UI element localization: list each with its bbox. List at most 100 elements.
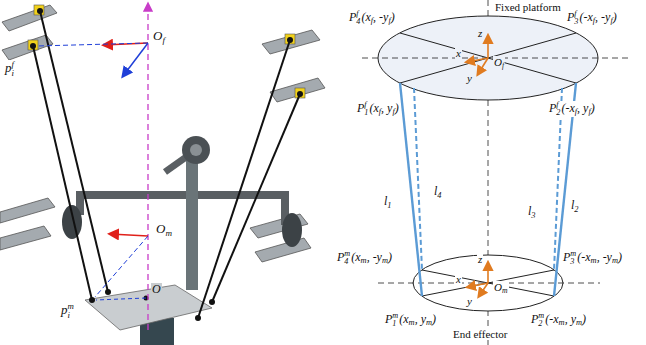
- frame-axes-part: [123, 43, 148, 76]
- yellow-clamp-part: [285, 34, 295, 44]
- label-text: , -y: [597, 250, 612, 264]
- aluminium-profile-part: [255, 238, 311, 262]
- label-text: f: [356, 10, 360, 18]
- index-stack: 1m: [392, 312, 398, 328]
- label-text: End effector: [453, 328, 507, 340]
- label-text: , -y: [373, 10, 388, 24]
- anchor-dot-part: [209, 299, 215, 305]
- label-text: , -y: [595, 10, 610, 24]
- label-text: (x: [399, 312, 408, 326]
- frame-part: [190, 144, 202, 156]
- frame-axes-part: [37, 43, 148, 46]
- math-label: P1m(xm, ym): [384, 312, 437, 328]
- math-label: P4m(xm, -ym): [336, 250, 393, 266]
- label-text: f: [574, 10, 578, 18]
- label-text: (-x: [577, 250, 590, 264]
- label-text: z: [478, 27, 482, 39]
- label-text: O: [156, 221, 165, 236]
- label-text: m: [344, 250, 350, 258]
- label-text: y: [467, 72, 472, 84]
- label-text: f: [502, 61, 504, 70]
- math-label: Of: [152, 29, 166, 45]
- math-label: P2f(-xf, yf): [548, 101, 596, 117]
- label-text: 4: [437, 191, 441, 200]
- label-text: 3: [531, 211, 535, 220]
- math-label: P3f(-xf, -yf): [566, 10, 618, 26]
- math-label: x: [455, 273, 462, 285]
- yellow-clamp-part: [28, 40, 38, 50]
- frame-axes: [37, 4, 148, 330]
- label-text: Fixed platform: [495, 1, 561, 13]
- label-text: ): [432, 312, 436, 326]
- label-text: (-x: [579, 10, 592, 24]
- frame-axes-part: [147, 4, 148, 330]
- index-stack: 2m: [538, 312, 544, 328]
- label-text: z: [478, 253, 482, 265]
- end-effector-part: [479, 283, 488, 296]
- anchor-dot-part: [287, 37, 293, 43]
- math-label: pif: [4, 60, 16, 78]
- anchor-dot-part: [30, 43, 36, 49]
- label-text: P: [531, 312, 538, 326]
- label-text: ): [613, 10, 617, 24]
- anchor-dot: [30, 8, 303, 321]
- math-label: pim: [60, 302, 76, 320]
- aluminium-profile-part: [0, 226, 51, 250]
- label-text: x: [456, 273, 461, 285]
- frame-part: [182, 136, 210, 164]
- label-text: 2: [556, 109, 560, 117]
- label-text: , -y: [367, 250, 382, 264]
- label-text: l: [434, 184, 437, 198]
- label-text: f: [371, 16, 373, 25]
- index-stack: 3f: [574, 10, 578, 26]
- label-text: i: [68, 311, 74, 320]
- math-label: l3: [527, 205, 537, 220]
- label-text: (x: [361, 10, 370, 24]
- label-text: m: [570, 250, 576, 258]
- label-text: ): [618, 250, 622, 264]
- anchor-dot-part: [105, 289, 111, 295]
- anchor-dot-part: [297, 91, 303, 97]
- math-label: y: [466, 295, 473, 307]
- label-text: l: [384, 194, 387, 208]
- label-text: ): [591, 101, 595, 115]
- math-label: P1f(xf, yf): [356, 101, 400, 117]
- label-text: x: [456, 47, 461, 59]
- label-text: m: [361, 256, 367, 265]
- label-text: m: [409, 318, 415, 327]
- math-label: Om: [493, 281, 509, 296]
- fixed-platform-part: [400, 33, 576, 83]
- label-text: , y: [415, 312, 426, 326]
- math-label: x: [455, 47, 462, 59]
- label-text: (x: [369, 101, 378, 115]
- label-text: , y: [577, 101, 588, 115]
- math-label: l2: [570, 199, 580, 214]
- label-text: (-x: [545, 312, 558, 326]
- label-text: l: [528, 204, 531, 218]
- label-text: P: [385, 312, 392, 326]
- label-text: P: [349, 10, 356, 24]
- label-text: P: [563, 250, 570, 264]
- label-text: y: [467, 295, 472, 307]
- label-text: P: [549, 101, 556, 115]
- label-text: P: [357, 101, 364, 115]
- math-label: Fixed platform: [494, 1, 562, 13]
- label-text: , y: [565, 312, 576, 326]
- label-text: f: [162, 35, 165, 45]
- label-text: m: [382, 256, 388, 265]
- frame-part: [186, 160, 198, 290]
- label-text: , y: [381, 101, 392, 115]
- label-text: ): [582, 312, 586, 326]
- label-text: m: [68, 302, 74, 311]
- index-stack: if: [12, 60, 14, 78]
- frame-axes-part: [110, 234, 148, 236]
- label-text: m: [559, 318, 565, 327]
- label-text: O: [153, 28, 162, 43]
- label-text: 4: [356, 18, 360, 26]
- yellow-clamp-part: [34, 5, 44, 15]
- end-effector-part: [487, 263, 489, 283]
- label-text: i: [12, 69, 14, 78]
- cable-part: [40, 11, 108, 292]
